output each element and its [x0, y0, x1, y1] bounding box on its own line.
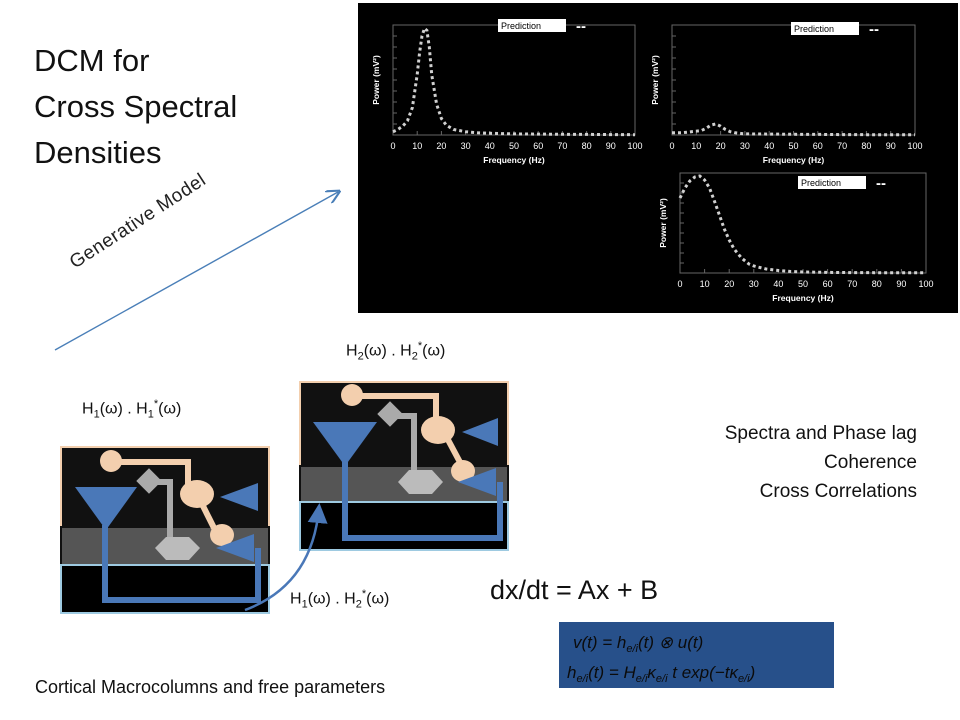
slide-title: DCM for Cross Spectral Densities [34, 38, 237, 176]
x-tick-label: 40 [773, 279, 783, 289]
stellate-cell [421, 416, 455, 444]
x-tick-label: 90 [886, 141, 896, 151]
x-tick-label: 70 [557, 141, 567, 151]
x-tick-label: 0 [669, 141, 674, 151]
input-arrow [462, 418, 498, 446]
caption: Cortical Macrocolumns and free parameter… [35, 677, 386, 697]
legend-marker: -- [876, 175, 886, 192]
pyramidal-cell-triangle [313, 422, 377, 466]
x-tick-label: 90 [896, 279, 906, 289]
x-tick-label: 40 [764, 141, 774, 151]
x-tick-label: 50 [798, 279, 808, 289]
svg-text:v(t) = he/i(t) ⊗ u(t): v(t) = he/i(t) ⊗ u(t) [573, 633, 703, 655]
stellate-cell [180, 480, 214, 508]
y-axis-label: Power (mV²) [658, 198, 668, 248]
x-tick-label: 50 [509, 141, 519, 151]
input-arrow [216, 534, 254, 562]
output-measures: Spectra and Phase lag Coherence Cross Co… [630, 419, 917, 506]
prediction-line [672, 122, 915, 137]
x-tick-label: 100 [907, 141, 922, 151]
x-tick-label: 70 [847, 279, 857, 289]
y-axis-label: Power (mV²) [650, 55, 660, 105]
x-tick-label: 80 [872, 279, 882, 289]
x-tick-label: 60 [813, 141, 823, 151]
pyramidal-cell-triangle [75, 487, 137, 530]
inhibitory-hexagon [155, 537, 200, 560]
interneuron-diamond [377, 401, 403, 427]
macrocolumn-1 [60, 446, 270, 614]
legend-label: Prediction [794, 24, 834, 34]
svg-text:he/i(t) = He/iκe/i t exp(−tκe/: he/i(t) = He/iκe/i t exp(−tκe/i) [567, 663, 755, 685]
x-tick-label: 70 [837, 141, 847, 151]
h1-h1-label: H1(ω) . H1*(ω) [82, 398, 182, 421]
title-line-2: Cross Spectral [34, 89, 238, 124]
state-equation: dx/dt = Ax + B [490, 575, 659, 605]
title-line-1: DCM for [34, 43, 150, 78]
x-axis-label: Frequency (Hz) [772, 293, 834, 303]
connection-arrow [244, 503, 328, 612]
prediction-line [678, 174, 926, 275]
output-spectra: Spectra and Phase lag [724, 423, 917, 444]
h1-h2-label: H1(ω) . H2*(ω) [290, 588, 390, 611]
title-line-3: Densities [34, 135, 162, 170]
input-arrow [458, 468, 496, 496]
x-tick-label: 10 [412, 141, 422, 151]
legend-box [498, 19, 566, 32]
legend-marker: -- [576, 18, 586, 35]
x-tick-label: 30 [461, 141, 471, 151]
kernel-equations: v(t) = he/i(t) ⊗ u(t) he/i(t) = He/iκe/i… [567, 633, 755, 685]
input-arrow [220, 483, 258, 511]
neuron-circle [341, 384, 363, 406]
macrocolumn-2 [299, 381, 509, 551]
legend-marker: -- [869, 21, 879, 38]
x-tick-label: 100 [918, 279, 933, 289]
x-tick-label: 0 [677, 279, 682, 289]
x-tick-label: 20 [724, 279, 734, 289]
x-tick-label: 100 [627, 141, 642, 151]
prediction-line [392, 25, 636, 137]
x-tick-label: 80 [582, 141, 592, 151]
x-tick-label: 60 [823, 279, 833, 289]
x-tick-label: 60 [533, 141, 543, 151]
x-tick-label: 20 [716, 141, 726, 151]
legend-box [791, 22, 859, 35]
y-axis-label: Power (mV²) [371, 55, 381, 105]
x-tick-label: 10 [700, 279, 710, 289]
stellate-cell [210, 524, 234, 546]
x-tick-label: 50 [788, 141, 798, 151]
x-tick-label: 30 [749, 279, 759, 289]
x-tick-label: 40 [485, 141, 495, 151]
inhibitory-hexagon [398, 470, 443, 494]
x-axis-label: Frequency (Hz) [483, 155, 545, 165]
x-tick-label: 10 [691, 141, 701, 151]
x-tick-label: 0 [390, 141, 395, 151]
h2-h2-label: H2(ω) . H2*(ω) [346, 340, 446, 363]
interneuron-diamond [136, 468, 162, 494]
output-coherence: Coherence [824, 452, 917, 473]
output-cross-correlations: Cross Correlations [759, 481, 917, 502]
neuron-circle [100, 450, 122, 472]
kernel-equations-box: v(t) = he/i(t) ⊗ u(t) he/i(t) = He/iκe/i… [559, 622, 834, 688]
stellate-cell [451, 460, 475, 482]
x-tick-label: 90 [606, 141, 616, 151]
legend-label: Prediction [801, 178, 841, 188]
x-tick-label: 80 [861, 141, 871, 151]
x-tick-label: 30 [740, 141, 750, 151]
x-tick-label: 20 [436, 141, 446, 151]
x-axis-label: Frequency (Hz) [763, 155, 825, 165]
legend-label: Prediction [501, 21, 541, 31]
legend-box [798, 176, 866, 189]
